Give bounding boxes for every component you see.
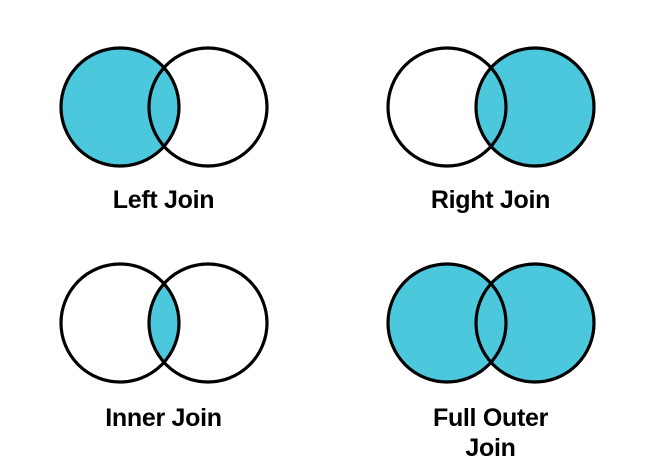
venn-svg-full-outer-join — [385, 262, 596, 384]
venn-diagram-full-outer-join — [385, 258, 596, 388]
left-circle-background — [60, 264, 179, 382]
join-panel-full-outer-join: Full Outer Join — [327, 232, 654, 474]
right-circle-outline — [473, 46, 596, 168]
join-label-full-outer-join: Full Outer Join — [432, 404, 549, 462]
venn-diagram-left-join — [58, 42, 269, 172]
region-right-only-fill — [475, 48, 594, 166]
right-circle-outline — [473, 262, 596, 384]
region-left-only-fill — [60, 48, 179, 166]
right-circle-background — [148, 48, 267, 166]
right-circle-outline — [146, 46, 269, 168]
left-circle-background — [387, 48, 506, 166]
join-panel-inner-join: Inner Join — [0, 232, 327, 474]
join-label-left-join: Left Join — [112, 186, 215, 214]
left-circle-outline — [58, 262, 181, 384]
right-circle-background — [148, 264, 267, 382]
venn-diagram-right-join — [385, 42, 596, 172]
join-panel-left-join: Left Join — [0, 0, 327, 232]
venn-svg-left-join — [58, 46, 269, 168]
right-circle-outline — [146, 262, 269, 384]
left-circle-outline — [385, 262, 508, 384]
join-label-right-join: Right Join — [430, 186, 551, 214]
left-circle-outline — [58, 46, 181, 168]
region-right-only-fill — [475, 264, 594, 382]
join-label-inner-join: Inner Join — [105, 404, 222, 432]
venn-svg-inner-join — [58, 262, 269, 384]
join-panel-right-join: Right Join — [327, 0, 654, 232]
venn-diagram-inner-join — [58, 258, 269, 388]
left-circle-outline — [385, 46, 508, 168]
venn-svg-right-join — [385, 46, 596, 168]
region-left-only-fill — [387, 264, 506, 382]
